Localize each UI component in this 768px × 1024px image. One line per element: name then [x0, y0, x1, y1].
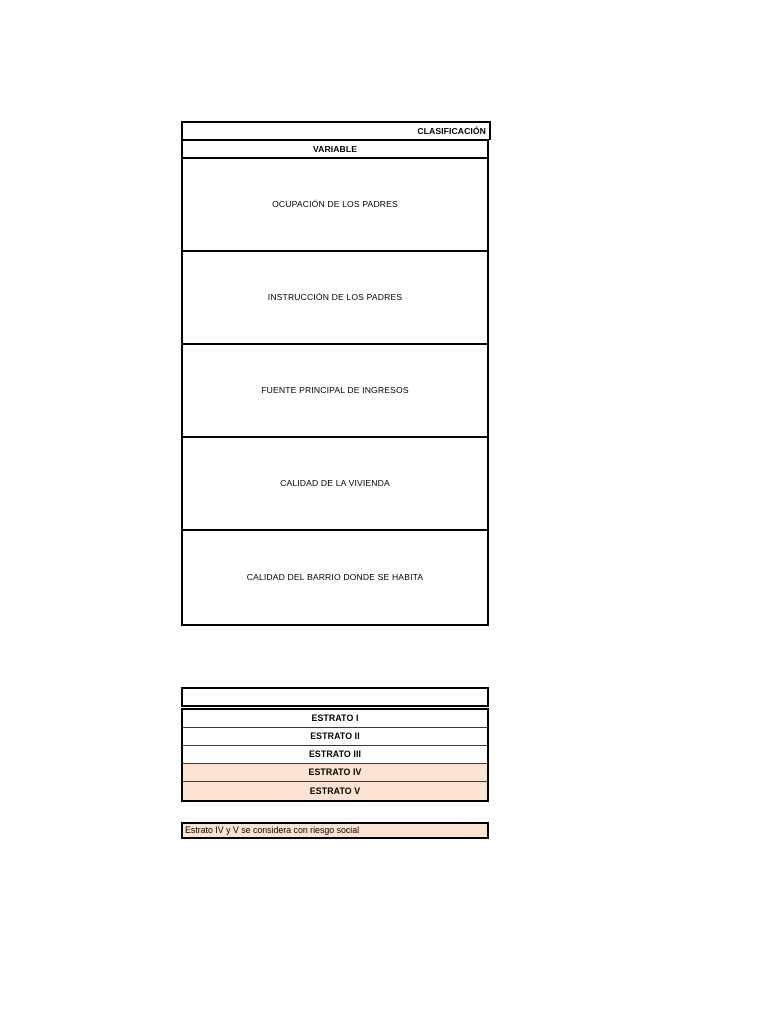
- variable-column-header-label: VARIABLE: [312, 143, 358, 154]
- table-row: INSTRUCCIÓN DE LOS PADRES: [183, 252, 487, 345]
- risk-note-box: Estrato IV y V se considera con riesgo s…: [181, 822, 489, 839]
- table-row: OCUPACIÓN DE LOS PADRES: [183, 159, 487, 252]
- estratos-table: ESTRATO I ESTRATO II ESTRATO III ESTRATO…: [181, 687, 489, 802]
- estrato-label-iii: ESTRATO III: [308, 749, 362, 760]
- table-row: ESTRATO I: [183, 710, 487, 728]
- table-row: ESTRATO II: [183, 728, 487, 746]
- variable-label-calidad-vivienda: CALIDAD DE LA VIVIENDA: [280, 477, 390, 488]
- table-row-highlighted: ESTRATO IV: [183, 764, 487, 782]
- variable-label-fuente-ingresos: FUENTE PRINCIPAL DE INGRESOS: [261, 384, 409, 395]
- estratos-table-body: ESTRATO I ESTRATO II ESTRATO III ESTRATO…: [181, 708, 489, 802]
- estratos-header-row: [181, 687, 489, 707]
- classification-header-row: CLASIFICACIÓN: [181, 121, 491, 140]
- estrato-label-iv: ESTRATO IV: [308, 767, 362, 778]
- variable-column-header-row: VARIABLE: [181, 140, 489, 159]
- table-row: CALIDAD DEL BARRIO DONDE SE HABITA: [183, 531, 487, 624]
- estrato-label-i: ESTRATO I: [311, 713, 359, 724]
- table-row: FUENTE PRINCIPAL DE INGRESOS: [183, 345, 487, 438]
- variable-label-calidad-barrio: CALIDAD DEL BARRIO DONDE SE HABITA: [246, 571, 424, 582]
- variables-table-body: OCUPACIÓN DE LOS PADRES INSTRUCCIÓN DE L…: [181, 159, 489, 626]
- variable-label-instruccion-padres: INSTRUCCIÓN DE LOS PADRES: [267, 291, 403, 302]
- risk-note-label: Estrato IV y V se considera con riesgo s…: [185, 825, 360, 836]
- classification-header-label: CLASIFICACIÓN: [417, 125, 486, 136]
- table-row: CALIDAD DE LA VIVIENDA: [183, 438, 487, 531]
- variables-table: CLASIFICACIÓN VARIABLE OCUPACIÓN DE LOS …: [181, 121, 491, 626]
- table-row: ESTRATO III: [183, 746, 487, 764]
- table-row-highlighted: ESTRATO V: [183, 782, 487, 800]
- estrato-label-v: ESTRATO V: [309, 785, 361, 796]
- variable-label-ocupacion-padres: OCUPACIÓN DE LOS PADRES: [272, 198, 398, 209]
- estrato-label-ii: ESTRATO II: [310, 731, 360, 742]
